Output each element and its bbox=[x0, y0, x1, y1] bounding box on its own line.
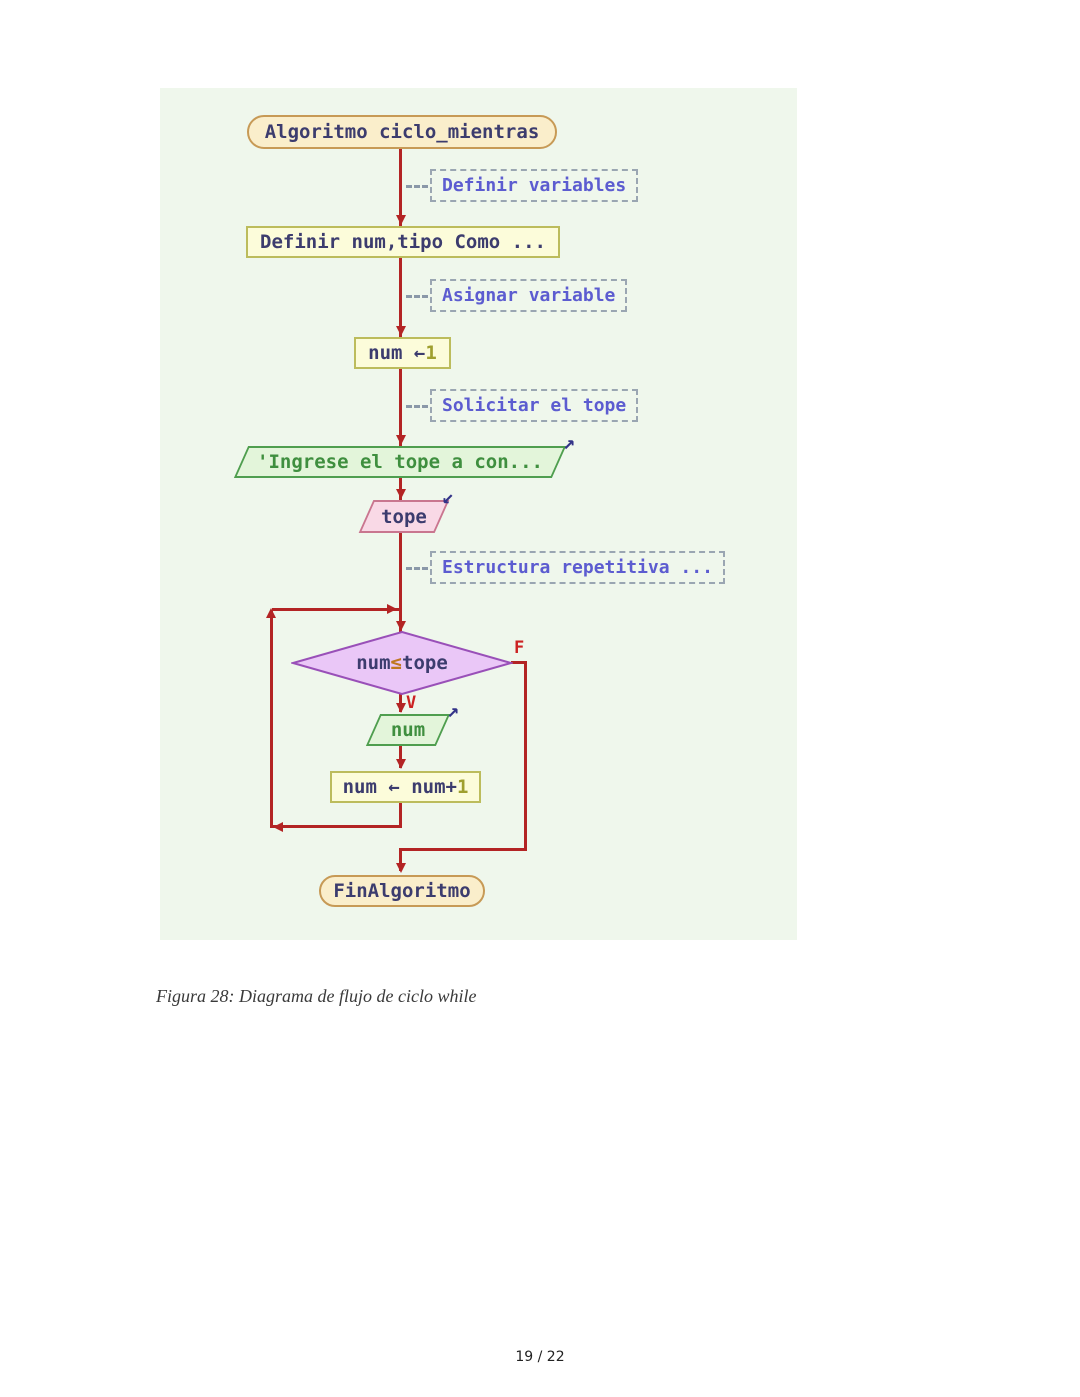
process-assign-num: num ← 1 bbox=[354, 337, 451, 369]
flow-line bbox=[399, 368, 402, 446]
figure-caption: Figura 28: Diagrama de flujo de ciclo wh… bbox=[156, 986, 477, 1006]
output-prompt-parallelogram: 'Ingrese el tope a con... ↗ bbox=[233, 432, 575, 478]
input-tope-label: tope bbox=[381, 505, 427, 528]
comment-definir-variables: Definir variables bbox=[430, 169, 639, 202]
true-branch-label: V bbox=[406, 693, 417, 713]
comment-connector bbox=[406, 295, 428, 298]
diamond-shape bbox=[291, 631, 513, 695]
decision-left: num bbox=[356, 652, 391, 674]
input-tope-parallelogram: tope ↙ bbox=[358, 486, 454, 533]
flowchart-canvas bbox=[160, 88, 797, 940]
flow-line bbox=[399, 532, 402, 632]
arrowhead-icon bbox=[387, 604, 397, 614]
output-num-label: num bbox=[390, 719, 426, 741]
comment-text: Solicitar el tope bbox=[442, 395, 627, 416]
flow-line bbox=[399, 803, 402, 828]
flow-line bbox=[399, 746, 402, 768]
output-arrow-icon: ↗ bbox=[446, 698, 459, 722]
arrowhead-icon bbox=[396, 863, 406, 873]
arrowhead-icon bbox=[273, 822, 283, 832]
comment-asignar-variable: Asignar variable bbox=[430, 279, 628, 312]
start-label: Algoritmo ciclo_mientras bbox=[264, 121, 540, 143]
process-increment: num ← num+1 bbox=[330, 771, 481, 803]
comment-connector bbox=[406, 405, 428, 408]
comment-text: Asignar variable bbox=[442, 285, 616, 306]
decision-operator: ≤ bbox=[390, 652, 402, 674]
comment-estructura-repetitiva: Estructura repetitiva ... bbox=[430, 551, 725, 584]
assign-prefix: num ← bbox=[368, 342, 426, 364]
increment-prefix: num ← num+ bbox=[342, 776, 457, 798]
process-definir: Definir num,tipo Como ... bbox=[246, 226, 560, 258]
comment-connector bbox=[406, 185, 428, 188]
false-branch-line bbox=[511, 661, 527, 664]
output-num-parallelogram: num ↗ bbox=[365, 700, 459, 746]
false-branch-line bbox=[524, 661, 527, 851]
loop-back-line bbox=[273, 825, 401, 828]
arrowhead-icon bbox=[396, 489, 406, 499]
false-branch-line bbox=[399, 848, 527, 851]
flow-line bbox=[399, 149, 402, 226]
output-arrow-icon: ↗ bbox=[562, 430, 575, 454]
decision-diamond: num≤tope bbox=[291, 631, 513, 695]
arrowhead-icon bbox=[396, 215, 406, 225]
end-terminator: FinAlgoritmo bbox=[319, 875, 485, 907]
assign-literal: 1 bbox=[425, 342, 437, 364]
comment-solicitar-tope: Solicitar el tope bbox=[430, 389, 639, 422]
comment-text: Estructura repetitiva ... bbox=[442, 557, 713, 578]
arrowhead-icon bbox=[396, 703, 406, 713]
flow-line bbox=[399, 258, 402, 337]
false-branch-label: F bbox=[514, 638, 525, 658]
process-label: Definir num,tipo Como ... bbox=[260, 231, 546, 253]
start-terminator: Algoritmo ciclo_mientras bbox=[247, 115, 557, 149]
flow-line bbox=[399, 849, 402, 871]
arrowhead-icon bbox=[396, 759, 406, 769]
output-prompt-label: 'Ingrese el tope a con... bbox=[257, 451, 543, 473]
arrowhead-icon bbox=[266, 608, 276, 618]
input-arrow-icon: ↙ bbox=[441, 484, 454, 508]
arrowhead-icon bbox=[396, 435, 406, 445]
page-number: 19 / 22 bbox=[515, 1349, 565, 1365]
decision-label: num≤tope bbox=[291, 631, 513, 695]
arrowhead-icon bbox=[396, 326, 406, 336]
increment-literal: 1 bbox=[456, 776, 469, 798]
end-label: FinAlgoritmo bbox=[333, 880, 471, 902]
arrowhead-icon bbox=[396, 621, 406, 631]
loop-back-line bbox=[270, 610, 273, 828]
comment-connector bbox=[406, 567, 428, 570]
comment-text: Definir variables bbox=[442, 175, 627, 196]
loop-back-line bbox=[272, 608, 399, 611]
decision-right: tope bbox=[402, 652, 448, 674]
